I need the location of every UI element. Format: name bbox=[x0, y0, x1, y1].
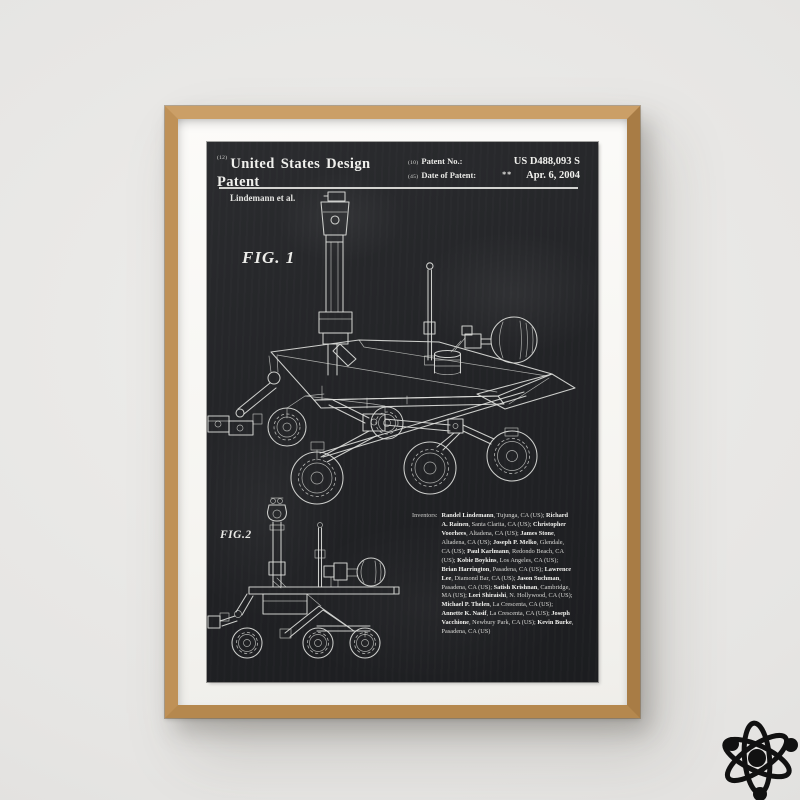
page-title: United States Design Patent bbox=[217, 156, 371, 190]
solar-deck bbox=[270, 339, 576, 410]
robotic-arm-icon bbox=[207, 355, 281, 436]
date-label: Date of Patent: bbox=[421, 170, 477, 180]
fig1-label: FIG. 1 bbox=[242, 248, 296, 267]
fig2-wheels bbox=[231, 627, 381, 659]
author-line: Lindemann et al. bbox=[230, 193, 296, 203]
patent-no-label: Patent No.: bbox=[421, 156, 463, 166]
patent-drawings bbox=[207, 191, 576, 659]
mat: (12)United States Design Patent Lindeman… bbox=[178, 119, 627, 705]
low-gain-antenna-icon bbox=[423, 262, 436, 366]
patent-no-value: US D488,093 S bbox=[513, 156, 580, 167]
wheels bbox=[267, 406, 538, 505]
doc-code: (12) bbox=[217, 155, 228, 161]
poster-frame: (12)United States Design Patent Lindeman… bbox=[165, 106, 640, 718]
inventors-block: Inventors: Randel Lindemann, Tujunga, CA… bbox=[412, 512, 582, 637]
header-divider bbox=[219, 187, 578, 189]
atom-logo-icon bbox=[722, 720, 798, 800]
fig2-label: FIG.2 bbox=[220, 529, 252, 541]
fig2-dish-icon bbox=[323, 557, 386, 588]
inventors-label: Inventors: bbox=[412, 512, 438, 519]
camera-mast-icon bbox=[318, 191, 357, 376]
inventors-text: Randel Lindemann, Tujunga, CA (US); Rich… bbox=[441, 512, 574, 636]
date-value: Apr. 6, 2004 bbox=[526, 170, 580, 181]
patent-print: (12)United States Design Patent Lindeman… bbox=[207, 142, 598, 682]
patent-header: (12)United States Design Patent Lindeman… bbox=[217, 155, 580, 203]
date-code: (45) bbox=[408, 174, 419, 180]
date-prefix: ** bbox=[502, 170, 513, 179]
rocker-bogie-suspension bbox=[286, 391, 527, 463]
fig2-rover-side-drawing bbox=[207, 497, 400, 659]
fig1-rover-perspective-drawing bbox=[207, 191, 576, 505]
patent-no-code: (10) bbox=[408, 160, 419, 166]
